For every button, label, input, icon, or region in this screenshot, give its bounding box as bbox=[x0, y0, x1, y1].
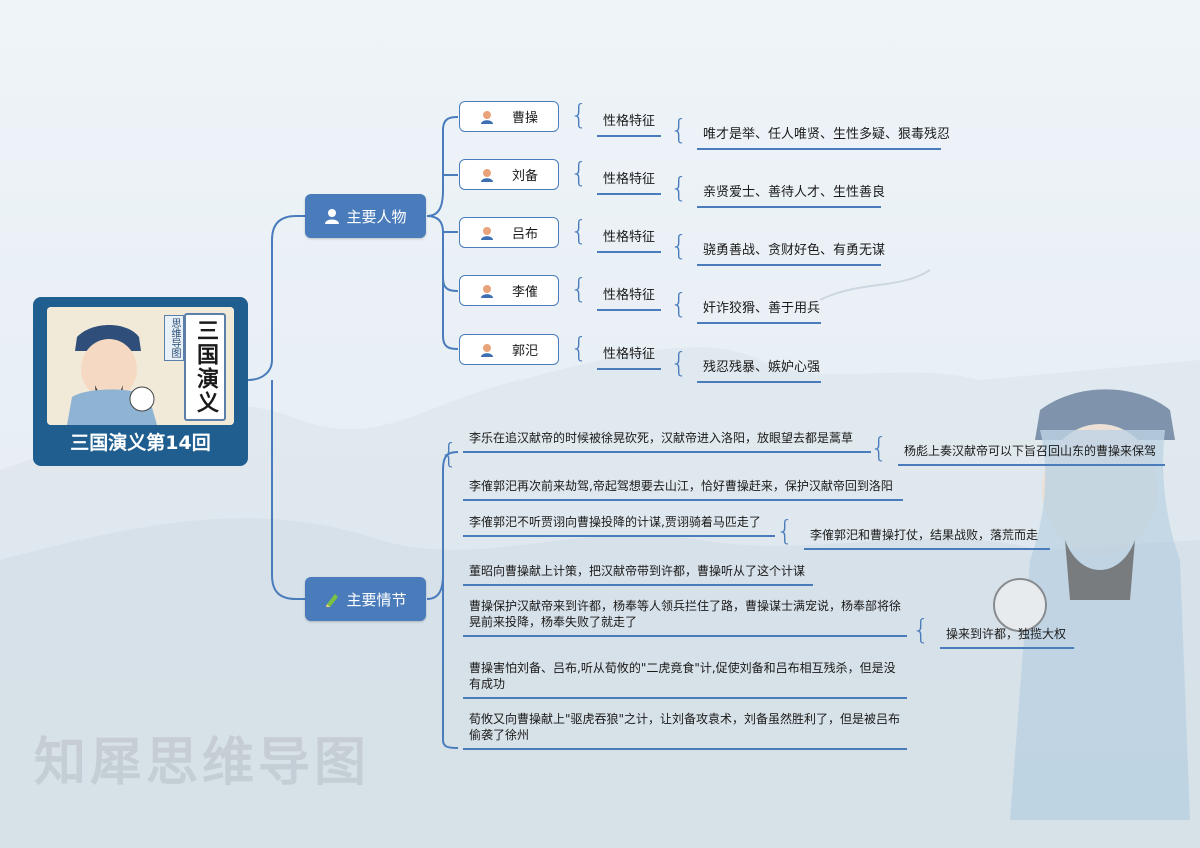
brace-icon: { bbox=[570, 156, 588, 189]
trait-text: 骁勇善战、贪财好色、有勇无谋 bbox=[697, 239, 885, 266]
avatar-icon bbox=[480, 343, 493, 357]
brace-icon: { bbox=[440, 437, 458, 470]
trait-text: 唯才是举、任人唯贤、生性多疑、狠毒残忍 bbox=[697, 123, 950, 150]
brace-icon: { bbox=[570, 272, 588, 305]
cover-illustration: 思维导图 三国演义 bbox=[47, 307, 234, 425]
character-name: 郭汜 bbox=[511, 344, 538, 359]
character-node[interactable]: 曹操 bbox=[459, 101, 559, 132]
plot-item: 李乐在追汉献帝的时候被徐晃砍死，汉献帝进入洛阳，放眼望去都是蒿草 bbox=[463, 430, 871, 453]
trait-label: 性格特征 bbox=[597, 226, 662, 253]
brace-icon: { bbox=[670, 229, 688, 262]
brace-icon: { bbox=[570, 98, 588, 131]
trait-text: 奸诈狡猾、善于用兵 bbox=[697, 297, 821, 324]
brace-icon: { bbox=[870, 431, 888, 464]
plot-item: 董昭向曹操献上计策，把汉献帝带到许都，曹操听从了这个计谋 bbox=[463, 563, 813, 586]
brace-icon: { bbox=[776, 514, 794, 547]
brace-icon: { bbox=[570, 214, 588, 247]
plot-item: 曹操保护汉献帝来到许都，杨奉等人领兵拦住了路，曹操谋士满宠说，杨奉部将徐晃前来投… bbox=[463, 598, 907, 637]
page-title: 三国演义第14回 bbox=[70, 432, 211, 454]
brace-icon: { bbox=[912, 613, 930, 646]
brace-icon: { bbox=[670, 346, 688, 379]
trait-label: 性格特征 bbox=[597, 110, 662, 137]
trait-text: 亲贤爱士、善待人才、生性善良 bbox=[697, 181, 885, 208]
pencil-icon bbox=[326, 594, 339, 607]
branch-label: 主要人物 bbox=[346, 207, 407, 226]
character-node[interactable]: 刘备 bbox=[459, 159, 559, 190]
trait-text: 残忍残暴、嫉妒心强 bbox=[697, 356, 821, 383]
mindmap-tag: 思维导图 bbox=[164, 315, 184, 361]
brace-icon: { bbox=[670, 113, 688, 146]
brace-icon: { bbox=[670, 287, 688, 320]
book-title: 三国演义 bbox=[184, 313, 226, 421]
brace-icon: { bbox=[570, 331, 588, 364]
plot-sub-item: 操来到许都，独揽大权 bbox=[940, 626, 1074, 649]
trait-label: 性格特征 bbox=[597, 168, 662, 195]
plot-item: 荀攸又向曹操献上"驱虎吞狼"之计，让刘备攻袁术，刘备虽然胜利了，但是被吕布偷袭了… bbox=[463, 711, 907, 750]
character-node[interactable]: 吕布 bbox=[459, 217, 559, 248]
brace-icon: { bbox=[670, 171, 688, 204]
character-node[interactable]: 郭汜 bbox=[459, 334, 559, 365]
branch-characters[interactable]: 主要人物 bbox=[305, 194, 426, 238]
watermark: 知犀思维导图 bbox=[34, 733, 371, 793]
plot-item: 李傕郭汜再次前来劫驾,帝起驾想要去山江，恰好曹操赶来，保护汉献帝回到洛阳 bbox=[463, 478, 903, 501]
plot-sub-item: 杨彪上奏汉献帝可以下旨召回山东的曹操来保驾 bbox=[898, 443, 1165, 466]
plot-item: 曹操害怕刘备、吕布,听从荀攸的"二虎竟食"计,促使刘备和吕布相互残杀，但是没有成… bbox=[463, 660, 907, 699]
character-name: 曹操 bbox=[511, 111, 538, 126]
avatar-icon bbox=[480, 168, 493, 182]
branch-label: 主要情节 bbox=[346, 590, 407, 609]
character-name: 吕布 bbox=[511, 227, 538, 242]
avatar-icon bbox=[480, 284, 493, 298]
character-node[interactable]: 李傕 bbox=[459, 275, 559, 306]
avatar-icon bbox=[480, 226, 493, 240]
trait-label: 性格特征 bbox=[597, 284, 662, 311]
cover-card: 思维导图 三国演义 三国演义第14回 bbox=[33, 297, 248, 466]
character-name: 李傕 bbox=[511, 285, 538, 300]
plot-sub-item: 李傕郭汜和曹操打仗，结果战败，落荒而走 bbox=[804, 527, 1050, 550]
avatar-icon bbox=[480, 110, 493, 124]
trait-label: 性格特征 bbox=[597, 343, 662, 370]
character-name: 刘备 bbox=[511, 169, 538, 184]
user-icon bbox=[325, 209, 340, 224]
plot-item: 李傕郭汜不听贾诩向曹操投降的计谋,贾诩骑着马匹走了 bbox=[463, 514, 775, 537]
branch-plot[interactable]: 主要情节 bbox=[305, 577, 426, 621]
